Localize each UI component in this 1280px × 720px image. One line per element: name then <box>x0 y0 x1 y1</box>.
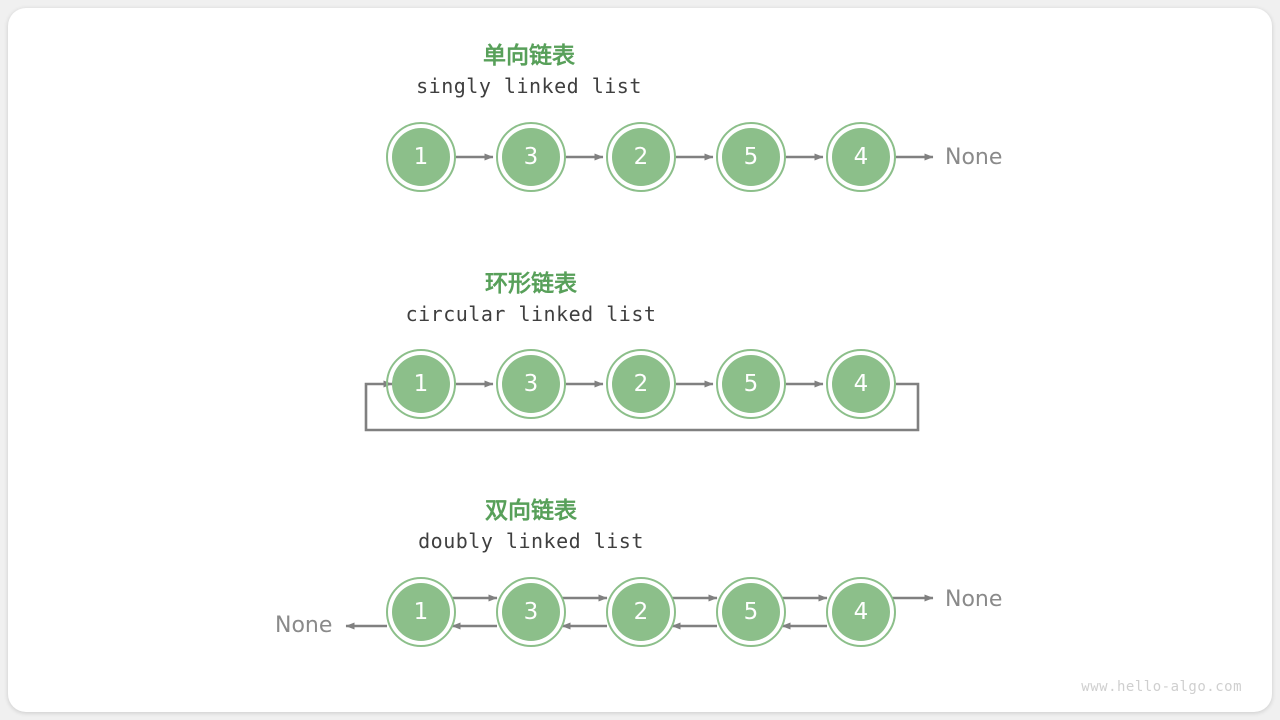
doubly-node-2: 3 <box>496 577 566 647</box>
doubly-title-en: doubly linked list <box>418 529 644 553</box>
svg-text:5: 5 <box>744 371 759 397</box>
doubly-node-3: 2 <box>606 577 676 647</box>
singly-node-3: 2 <box>606 122 676 192</box>
svg-text:2: 2 <box>634 599 649 625</box>
svg-text:1: 1 <box>414 371 429 397</box>
singly-node-2: 3 <box>496 122 566 192</box>
circular-node-4: 5 <box>716 349 786 419</box>
svg-text:4: 4 <box>854 144 869 170</box>
svg-text:3: 3 <box>524 144 539 170</box>
svg-text:4: 4 <box>854 371 869 397</box>
doubly-node-5: 4 <box>826 577 896 647</box>
singly-tail-none-label: None <box>945 145 1003 170</box>
svg-text:4: 4 <box>854 599 869 625</box>
singly-node-1: 1 <box>386 122 456 192</box>
circular-node-2: 3 <box>496 349 566 419</box>
doubly-title-cn: 双向链表 <box>485 497 577 523</box>
doubly-head-none-label: None <box>275 613 333 638</box>
circular-node-1: 1 <box>386 349 456 419</box>
svg-text:3: 3 <box>524 599 539 625</box>
svg-text:3: 3 <box>524 371 539 397</box>
svg-text:5: 5 <box>744 144 759 170</box>
svg-text:5: 5 <box>744 599 759 625</box>
svg-text:1: 1 <box>414 144 429 170</box>
circular-node-5: 4 <box>826 349 896 419</box>
circular-title-cn: 环形链表 <box>485 270 577 296</box>
svg-text:1: 1 <box>414 599 429 625</box>
doubly-node-4: 5 <box>716 577 786 647</box>
singly-title-en: singly linked list <box>416 74 642 98</box>
singly-title-cn: 单向链表 <box>483 42 575 68</box>
doubly-node-1: 1 <box>386 577 456 647</box>
singly-node-4: 5 <box>716 122 786 192</box>
circular-node-3: 2 <box>606 349 676 419</box>
watermark: www.hello-algo.com <box>1081 679 1242 695</box>
svg-text:2: 2 <box>634 371 649 397</box>
svg-text:2: 2 <box>634 144 649 170</box>
circular-loopback-path <box>364 380 920 432</box>
singly-node-5: 4 <box>826 122 896 192</box>
doubly-tail-none-label: None <box>945 587 1003 612</box>
circular-title-en: circular linked list <box>405 302 657 326</box>
